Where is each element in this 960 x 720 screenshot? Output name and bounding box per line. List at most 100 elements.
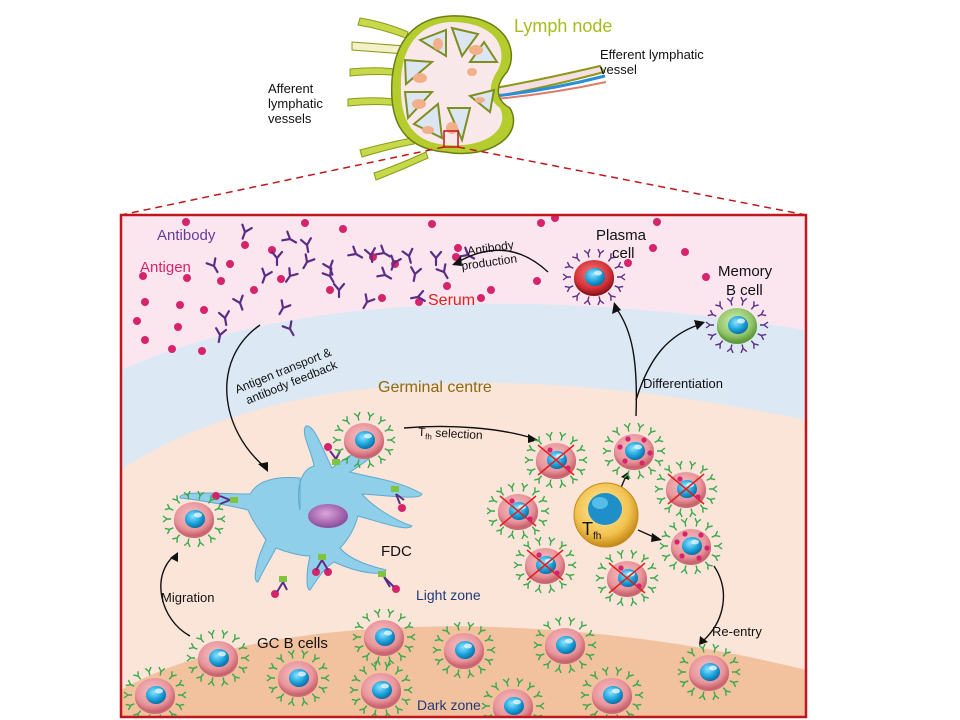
- receptor-icon: [207, 495, 216, 504]
- receptor-icon: [432, 646, 441, 654]
- receptor-icon: [334, 448, 344, 456]
- differentiation-label: Differentiation: [643, 376, 723, 391]
- receptor-icon: [401, 698, 411, 706]
- receptor-icon: [699, 504, 708, 513]
- receptor-icon: [538, 519, 548, 527]
- receptor-icon: [367, 459, 375, 469]
- receptor-icon: [442, 626, 451, 635]
- antigen-dot: [217, 277, 225, 285]
- receptor-icon: [726, 296, 734, 306]
- receptor-icon: [664, 465, 673, 474]
- receptor-icon: [351, 674, 361, 682]
- receptor-icon: [311, 693, 320, 702]
- receptor-icon: [477, 626, 486, 635]
- receptor-icon: [707, 309, 717, 317]
- antibody-icon: [278, 299, 292, 316]
- receptor-icon: [679, 656, 689, 664]
- receptor-icon: [714, 542, 723, 550]
- gc-b-cell: [533, 616, 597, 674]
- receptor-icon: [197, 490, 205, 500]
- receptor-icon: [231, 673, 240, 682]
- receptor-icon: [349, 686, 358, 694]
- antibody-icon: [321, 267, 335, 284]
- receptor-icon: [231, 634, 240, 643]
- fdc-cell: [179, 425, 423, 598]
- antigen-dot: [200, 306, 208, 314]
- apoptotic-b-cell: [654, 460, 718, 518]
- receptor-icon: [543, 621, 552, 630]
- antigen-transport-arrow: [226, 324, 267, 469]
- receptor-icon: [196, 673, 205, 682]
- antigen-dot: [702, 273, 710, 281]
- receptor-icon: [401, 674, 411, 682]
- receptor-icon: [513, 561, 522, 569]
- receptor-icon: [576, 444, 586, 452]
- efferent-label: Efferent lymphatic vessel: [600, 47, 707, 77]
- receptor-icon: [162, 515, 171, 523]
- receptor-icon: [158, 666, 166, 676]
- receptor-icon: [467, 621, 475, 631]
- receptor-icon: [694, 565, 702, 575]
- internalized-antigen: [617, 444, 623, 450]
- fdc-immune-complexes: [212, 443, 406, 598]
- receptor-icon: [664, 504, 673, 513]
- arrowheads: [170, 256, 708, 645]
- receptor-icon: [669, 561, 678, 570]
- receptor-icon: [183, 538, 191, 548]
- antigen-dot: [649, 244, 657, 252]
- receptor-icon: [569, 475, 578, 484]
- antigen-dot: [477, 294, 485, 302]
- antigen-dot: [415, 298, 423, 306]
- plasma-cell-body: [562, 248, 626, 306]
- gc-b-cell: [162, 490, 226, 548]
- receptor-icon: [661, 530, 671, 538]
- antigen-dot: [339, 225, 347, 233]
- internalized-antigen: [682, 531, 688, 537]
- receptor-icon: [523, 541, 532, 550]
- receptor-icon: [565, 573, 575, 581]
- receptor-icon: [740, 296, 748, 306]
- antibody-label: Antibody: [157, 227, 216, 244]
- receptor-icon: [680, 565, 688, 575]
- receptor-icon: [568, 561, 577, 569]
- receptor-icon: [632, 703, 642, 711]
- receptor-icon: [354, 621, 364, 629]
- differentiation-arrow-memory: [635, 324, 699, 401]
- receptor-icon: [359, 705, 368, 714]
- receptor-icon: [706, 497, 716, 505]
- antibody-icon: [362, 293, 376, 310]
- receptor-icon: [384, 448, 394, 456]
- antibody-icon: [332, 282, 346, 299]
- antibody-icon: [217, 310, 230, 326]
- light-zone-label: Light zone: [416, 587, 481, 603]
- receptor-icon: [531, 526, 540, 535]
- receptor-icon: [564, 261, 574, 269]
- receptor-icon: [625, 671, 634, 680]
- receptor-icon: [487, 646, 496, 654]
- receptor-icon: [729, 656, 739, 664]
- receptor-icon: [597, 586, 607, 594]
- receptor-icon: [507, 482, 515, 492]
- receptor-icon: [616, 597, 624, 607]
- receptor-icon: [637, 470, 645, 480]
- fdc-nucleus: [308, 504, 348, 528]
- antigen-dot: [168, 345, 176, 353]
- receptor-icon: [221, 677, 229, 687]
- receptor-icon: [726, 344, 734, 354]
- receptor-icon: [614, 261, 624, 269]
- receptor-icon: [709, 485, 718, 493]
- antigen-dot: [277, 275, 285, 283]
- receptor-icon: [384, 424, 394, 432]
- receptor-icon: [656, 497, 666, 505]
- receptor-icon: [354, 645, 364, 653]
- antigen-dot: [681, 248, 689, 256]
- receptor-icon: [321, 674, 330, 682]
- receptor-icon: [526, 682, 535, 691]
- apoptotic-b-cell: [486, 482, 550, 540]
- gc-b-cells-label: GC B cells: [257, 635, 328, 652]
- receptor-icon: [715, 301, 724, 310]
- receptor-icon: [640, 554, 649, 563]
- nucleus: [185, 510, 205, 528]
- receptor-icon: [623, 470, 631, 480]
- receptor-icon: [715, 340, 724, 349]
